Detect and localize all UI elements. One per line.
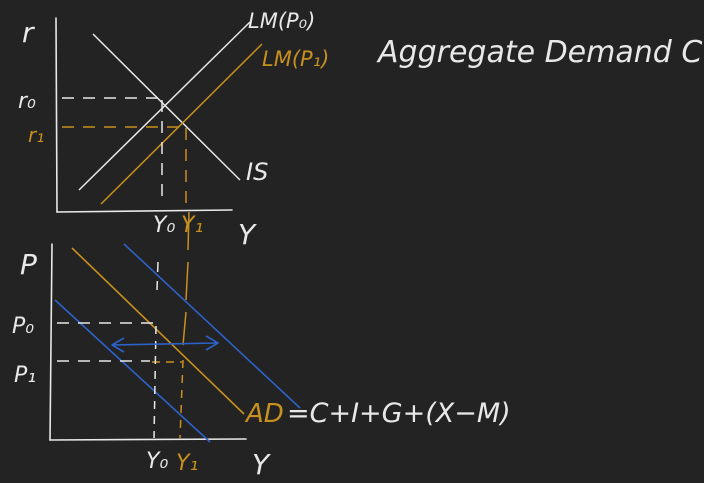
bottom-y0-guide <box>153 325 157 439</box>
is-curve-label: IS <box>246 158 268 186</box>
shift-double-arrow <box>111 335 219 353</box>
ad-label: AD <box>244 399 284 429</box>
p1-tick-label: P₁ <box>14 363 36 388</box>
ad-equation: =C+I+G+(X−M) <box>287 398 511 429</box>
ad-graph: P Y P₀ P₁ Y₀ Y₁ AD =C+I+G+(X−M) <box>12 243 511 481</box>
top-y-axis <box>55 17 58 213</box>
lm1-curve-label: LM(P₁) <box>262 47 329 71</box>
page-title: Aggregate Demand Curve <box>376 35 704 70</box>
ad-curve <box>71 247 245 415</box>
bottom-y1-guide <box>179 359 184 439</box>
lm1-curve <box>100 43 263 205</box>
ad-shift-right-line <box>123 243 301 409</box>
ad-shift-left-line <box>54 299 211 443</box>
p0-tick-label: P₀ <box>12 314 34 339</box>
top-y-axis-label: r <box>22 16 35 49</box>
bottom-x-axis-label: Y <box>252 448 271 481</box>
bottom-y1-tick-label: Y₁ <box>176 451 198 476</box>
bottom-y-axis <box>49 243 53 441</box>
bottom-y-axis-label: P <box>20 248 37 281</box>
r0-tick-label: r₀ <box>18 89 36 114</box>
bottom-x-axis <box>49 438 247 441</box>
y0-connector-line <box>156 261 159 291</box>
top-y0-tick-label: Y₀ <box>153 213 175 238</box>
top-x-axis-label: Y <box>238 218 257 251</box>
bottom-y0-tick-label: Y₀ <box>146 449 168 474</box>
lm0-curve <box>78 21 251 191</box>
top-y1-tick-label: Y₁ <box>181 213 203 238</box>
islm-graph: r Y IS LM(P₀) LM(P₁) r₀ r₁ Y₀ Y₁ <box>18 9 329 251</box>
is-curve <box>92 33 241 181</box>
top-x-axis <box>56 209 233 213</box>
lm0-curve-label: LM(P₀) <box>248 9 315 33</box>
r1-tick-label: r₁ <box>28 123 44 147</box>
y1-connector-line <box>182 211 190 346</box>
